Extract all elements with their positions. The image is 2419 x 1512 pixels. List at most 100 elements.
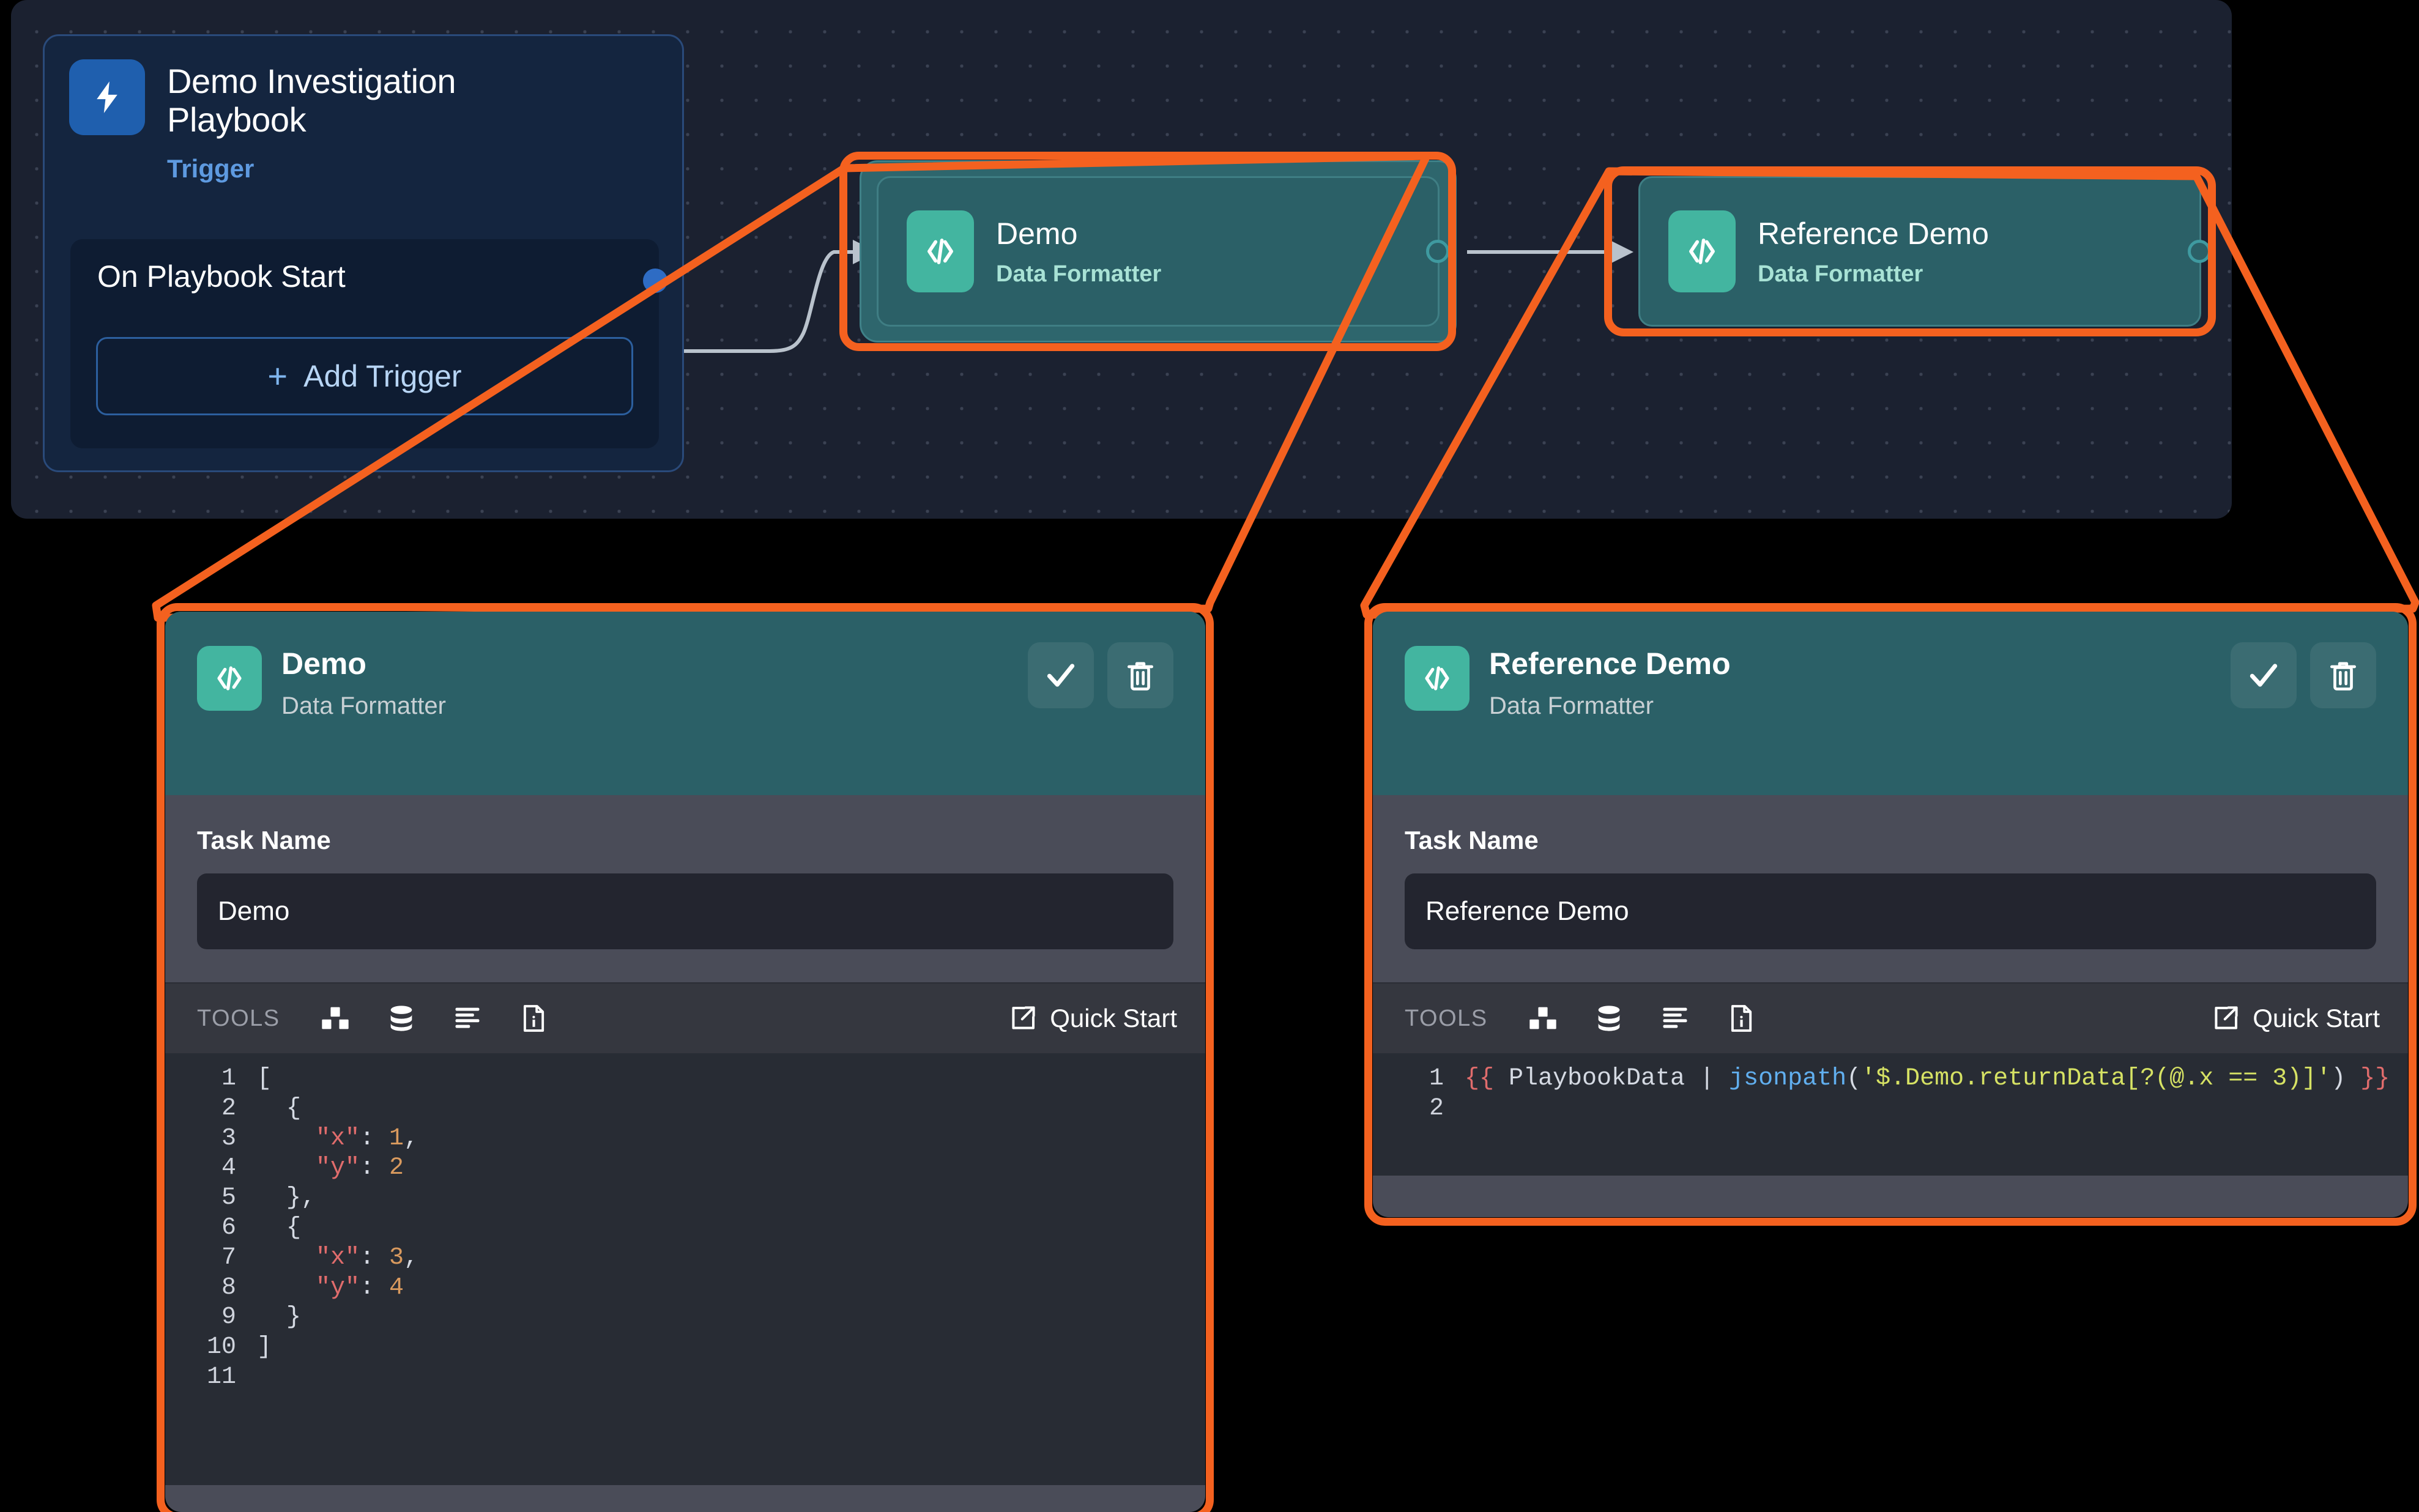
line-number: 2: [221, 1094, 236, 1122]
confirm-button[interactable]: [2231, 642, 2297, 708]
detail-panel-reference-demo[interactable]: Reference Demo Data Formatter Task Name …: [1373, 612, 2408, 1217]
line-number: 10: [206, 1333, 236, 1362]
code-line: 10]: [165, 1333, 1205, 1363]
confirm-button[interactable]: [1028, 642, 1094, 708]
code-line: 8 "y": 4: [165, 1273, 1205, 1303]
panel-title: Demo: [281, 647, 366, 681]
database-icon[interactable]: [384, 1001, 418, 1036]
align-left-icon[interactable]: [450, 1001, 485, 1036]
code-line: 1[: [165, 1064, 1205, 1094]
lightning-bolt-icon: [69, 59, 145, 135]
panel-form: Task Name Demo: [165, 795, 1205, 982]
align-left-icon[interactable]: [1658, 1001, 1692, 1036]
line-number: 9: [221, 1303, 236, 1332]
playbook-title: Demo Investigation Playbook: [167, 62, 456, 139]
line-number: 1: [1429, 1065, 1444, 1092]
code-text: {: [257, 1094, 302, 1122]
line-number: 8: [221, 1273, 236, 1302]
node-output-port[interactable]: [2188, 240, 2211, 263]
trigger-body: On Playbook Start + Add Trigger: [70, 239, 667, 448]
node-title: Reference Demo: [1758, 216, 1989, 251]
code-text: ]: [257, 1333, 272, 1362]
panel-header: Reference Demo Data Formatter: [1373, 612, 2408, 795]
trash-icon: [2330, 662, 2356, 691]
trigger-card-header: Demo Investigation Playbook Trigger: [45, 36, 682, 183]
panel-form: Task Name Reference Demo: [1373, 795, 2408, 982]
code-text: "y": 2: [316, 1154, 404, 1182]
task-name-input[interactable]: Reference Demo: [1405, 873, 2376, 949]
database-icon[interactable]: [1592, 1001, 1626, 1036]
tools-label: TOOLS: [1405, 1005, 1488, 1031]
node-title: Demo: [996, 216, 1078, 251]
node-subtitle: Data Formatter: [996, 261, 1162, 287]
line-number: 7: [221, 1243, 236, 1272]
line-number: 6: [221, 1214, 236, 1242]
delete-button[interactable]: [1107, 642, 1173, 708]
quick-start-label: Quick Start: [1050, 1004, 1177, 1032]
detail-panel-demo[interactable]: Demo Data Formatter Task Name Demo: [165, 612, 1205, 1512]
task-name-input[interactable]: Demo: [197, 873, 1173, 949]
trash-icon: [1128, 662, 1153, 691]
line-number: 2: [1429, 1094, 1444, 1122]
line-number: 1: [221, 1065, 236, 1092]
add-trigger-button[interactable]: + Add Trigger: [96, 337, 633, 415]
code-line: 9 }: [165, 1303, 1205, 1333]
quick-start-button[interactable]: Quick Start: [1008, 1004, 1177, 1033]
panel-subtitle: Data Formatter: [1489, 692, 1654, 719]
code-editor-reference-demo[interactable]: 1 {{ PlaybookData | jsonpath('$.Demo.retu…: [1373, 1053, 2408, 1176]
quick-start-button[interactable]: Quick Start: [2211, 1004, 2380, 1033]
code-text: {: [257, 1214, 302, 1242]
code-line: 2 {: [165, 1094, 1205, 1124]
check-icon: [2250, 664, 2278, 687]
trigger-card[interactable]: Demo Investigation Playbook Trigger On P…: [43, 34, 684, 472]
tools-label: TOOLS: [197, 1005, 280, 1031]
task-name-value: Reference Demo: [1425, 896, 1629, 926]
playbook-canvas[interactable]: Demo Investigation Playbook Trigger On P…: [11, 0, 2232, 519]
code-brackets-icon: [1668, 210, 1736, 292]
trigger-output-port[interactable]: [643, 269, 667, 293]
canvas-node-demo[interactable]: Demo Data Formatter: [877, 176, 1449, 327]
task-name-label: Task Name: [197, 826, 331, 854]
line-number: 3: [221, 1124, 236, 1152]
document-info-icon[interactable]: [516, 1001, 551, 1036]
code-text: }: [257, 1303, 302, 1332]
tools-bar: TOOLS: [165, 982, 1205, 1053]
panel-header: Demo Data Formatter: [165, 612, 1205, 795]
blocks-icon[interactable]: [318, 1001, 352, 1036]
line-number: 4: [221, 1154, 236, 1182]
line-number: 11: [206, 1363, 236, 1391]
blocks-icon[interactable]: [1526, 1001, 1560, 1036]
playbook-type-label: Trigger: [167, 154, 255, 183]
code-line: 1 {{ PlaybookData | jsonpath('$.Demo.retu…: [1373, 1064, 2408, 1094]
code-text: [: [257, 1065, 272, 1092]
code-text: },: [257, 1184, 316, 1212]
code-line: 3 "x": 1,: [165, 1124, 1205, 1154]
code-text: "y": 4: [316, 1273, 404, 1302]
external-link-icon: [1012, 1006, 1035, 1029]
line-number: 5: [221, 1184, 236, 1212]
on-playbook-start-label: On Playbook Start: [97, 259, 346, 294]
tools-bar: TOOLS: [1373, 982, 2408, 1053]
code-line: 11: [165, 1363, 1205, 1393]
code-brackets-icon: [197, 646, 262, 711]
add-trigger-label: Add Trigger: [303, 359, 462, 393]
on-playbook-start-row[interactable]: On Playbook Start: [70, 239, 667, 314]
quick-start-label: Quick Start: [2253, 1004, 2380, 1032]
node-subtitle: Data Formatter: [1758, 261, 1923, 287]
code-line: 7 "x": 3,: [165, 1243, 1205, 1273]
code-line: 2: [1373, 1094, 2408, 1124]
code-line: 5 },: [165, 1184, 1205, 1214]
document-info-icon[interactable]: [1724, 1001, 1758, 1036]
task-name-label: Task Name: [1405, 826, 1539, 854]
panel-title: Reference Demo: [1489, 647, 1731, 681]
code-line: 4 "y": 2: [165, 1154, 1205, 1184]
code-text: {{ PlaybookData | jsonpath('$.Demo.retur…: [1465, 1065, 2390, 1092]
external-link-icon: [2215, 1006, 2238, 1029]
canvas-node-reference-demo[interactable]: Reference Demo Data Formatter: [1638, 176, 2211, 327]
node-output-port[interactable]: [1426, 240, 1449, 263]
code-text: "x": 1,: [316, 1124, 419, 1152]
task-name-value: Demo: [218, 896, 290, 926]
delete-button[interactable]: [2310, 642, 2376, 708]
